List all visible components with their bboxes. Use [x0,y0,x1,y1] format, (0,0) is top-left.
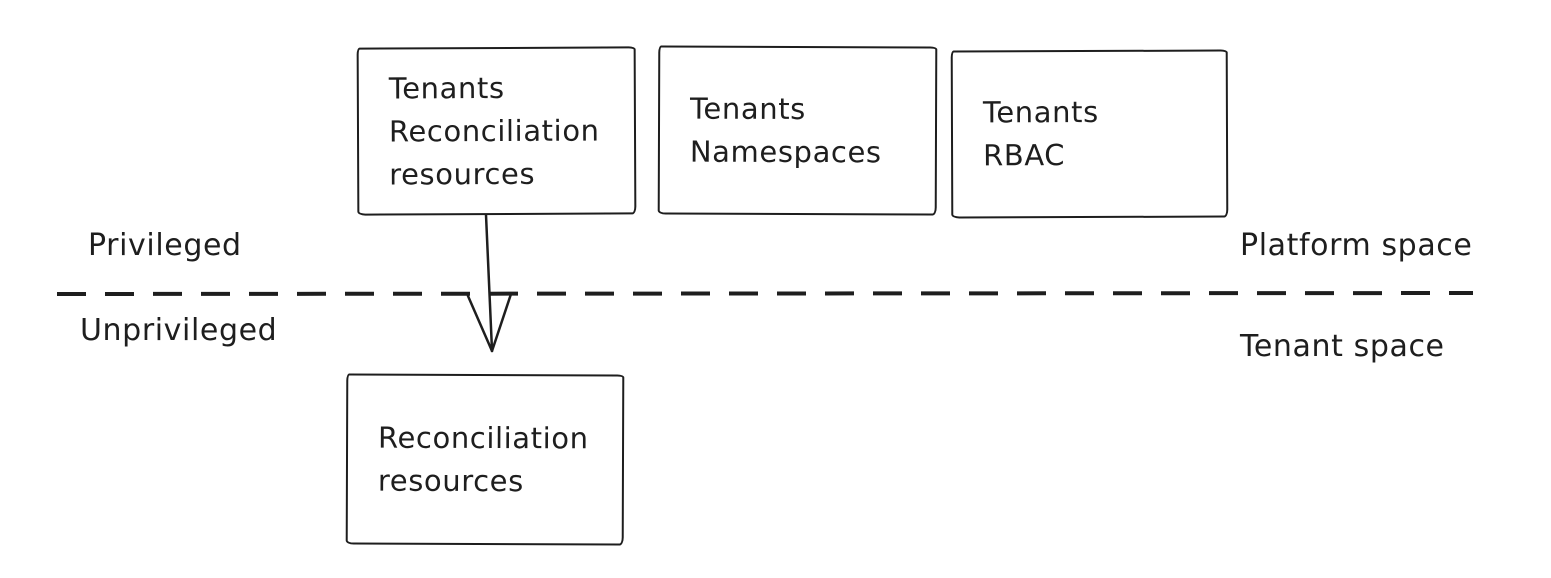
box-tenants-rbac: Tenants RBAC [950,49,1229,219]
box-tenants-reconciliation-resources: Tenants Reconciliation resources [356,46,637,216]
box-label-line: Reconciliation [378,420,589,455]
box-label-line: resources [389,156,536,191]
privilege-divider-dashed-line [56,291,1474,296]
box-label-line: Reconciliation [388,113,600,148]
zone-label-platform-space: Platform space [1240,228,1473,263]
box-label-line: resources [377,463,524,498]
box-label-line: Tenants [388,70,505,105]
box-reconciliation-resources: Reconciliation resources [345,373,625,546]
box-label-line: RBAC [983,138,1066,173]
box-label-line: Tenants [982,94,1099,130]
box-tenants-namespaces: Tenants Namespaces [657,45,938,216]
zone-label-unprivileged: Unprivileged [80,313,278,348]
reconciliation-arrow [466,213,513,353]
zone-label-tenant-space: Tenant space [1240,329,1445,364]
box-label-line: Namespaces [689,134,882,169]
zone-label-privileged: Privileged [88,228,242,263]
box-label-line: Tenants [690,91,806,126]
